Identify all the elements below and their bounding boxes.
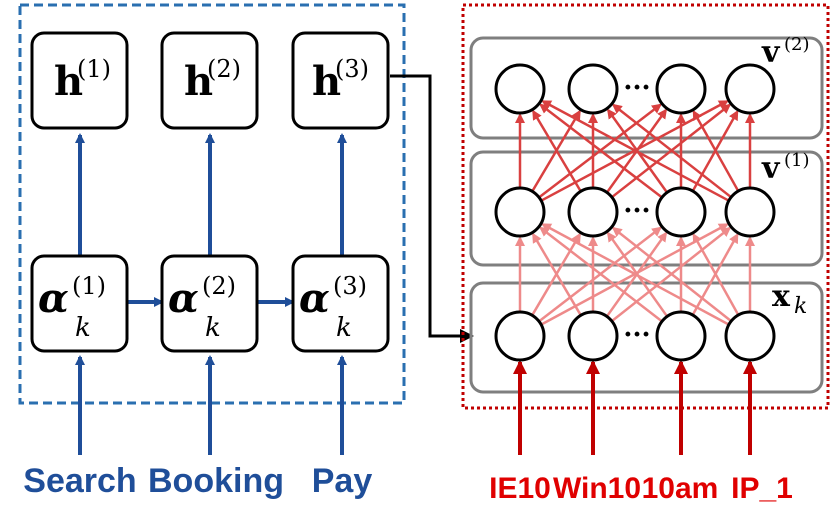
v1-ellipsis: ··· [623, 196, 650, 226]
layer-v1-nodes [494, 186, 776, 238]
layer-box-xk [469, 281, 824, 394]
xk-v1-edge-2-1 [532, 232, 582, 316]
v1-v2-edge-4-3 [692, 109, 740, 192]
xk-v1-edge-4-3 [692, 232, 740, 316]
v1-node-2 [567, 186, 619, 238]
hidden-node-3-base: h [312, 58, 341, 105]
hidden-node-2-base: h [184, 58, 213, 105]
feature-panel [461, 3, 830, 410]
feature-label-ie10: IE10 [489, 472, 551, 505]
hidden-node-3-sup: (3) [335, 55, 369, 83]
layer-label-xk-sub: k [794, 294, 807, 319]
v1-v2-edge-2-1 [532, 109, 582, 192]
xk-v1-edge-3-1 [539, 226, 663, 323]
attention-node-2-base: α [168, 275, 199, 322]
xk-node-3 [655, 310, 707, 362]
layer-label-v1-sup: (1) [784, 150, 810, 171]
hidden-node-1-base: h [54, 58, 83, 105]
features-to-v1-connections [515, 223, 755, 326]
v2-node-1 [494, 63, 546, 115]
layer-label-xk-base: x [772, 279, 791, 314]
v1-to-v2-connections [515, 100, 755, 202]
input-label-booking: Booking [148, 462, 284, 500]
xk-v1-edge-4-1 [541, 223, 730, 326]
attention-node-3-sup: (3) [333, 272, 367, 300]
attention-node-3-base: α [299, 275, 330, 322]
attention-node-1: α (1) k [30, 254, 129, 353]
layer-v2-nodes [494, 63, 776, 115]
xk-node-2 [567, 310, 619, 362]
hidden-node-1: h (1) [30, 31, 129, 130]
layer-box-v1 [469, 150, 824, 267]
hidden-to-features-connector [390, 74, 474, 343]
feature-label-ip1: IP_1 [731, 472, 793, 505]
xk-v1-edge-4-2 [611, 226, 732, 323]
input-label-search: Search [23, 462, 136, 500]
layer-label-v1: v (1) [761, 150, 810, 186]
input-label-pay: Pay [312, 462, 373, 500]
v1-node-4 [724, 186, 776, 238]
attention-node-1-sub: k [75, 313, 91, 343]
layer-label-v1-base: v [761, 151, 781, 186]
attention-node-2: α (2) k [160, 254, 259, 353]
v1-v2-edge-4-2 [611, 103, 732, 199]
hidden-node-1-sup: (1) [77, 55, 111, 83]
v2-node-2 [567, 63, 619, 115]
v2-node-3 [655, 63, 707, 115]
attention-node-3: α (3) k [291, 254, 390, 353]
xk-ellipsis: ··· [623, 320, 650, 350]
v1-node-1 [494, 186, 546, 238]
xk-node-1 [494, 310, 546, 362]
layer-label-xk: x k [772, 279, 807, 319]
layer-label-v2-sup: (2) [784, 34, 810, 55]
attention-node-1-base: α [38, 275, 69, 322]
v1-v2-edge-3-1 [539, 103, 663, 199]
attention-node-1-sup: (1) [72, 272, 106, 300]
hidden-node-3: h (3) [291, 31, 390, 130]
v2-node-4 [724, 63, 776, 115]
attention-node-3-sub: k [336, 313, 352, 343]
v2-ellipsis: ··· [623, 73, 650, 103]
layer-label-v2: v (2) [761, 34, 810, 70]
feature-label-10am: 10am [642, 472, 719, 505]
v1-node-3 [655, 186, 707, 238]
feature-label-win10: Win10 [553, 472, 641, 505]
attention-node-2-sup: (2) [202, 272, 236, 300]
hidden-node-2-sup: (2) [207, 55, 241, 83]
layer-label-v2-base: v [761, 35, 781, 70]
v1-v2-edge-4-1 [541, 100, 730, 202]
xk-node-4 [724, 310, 776, 362]
hidden-node-2: h (2) [160, 31, 259, 130]
layer-xk-nodes [494, 310, 776, 362]
attention-node-2-sub: k [205, 313, 221, 343]
